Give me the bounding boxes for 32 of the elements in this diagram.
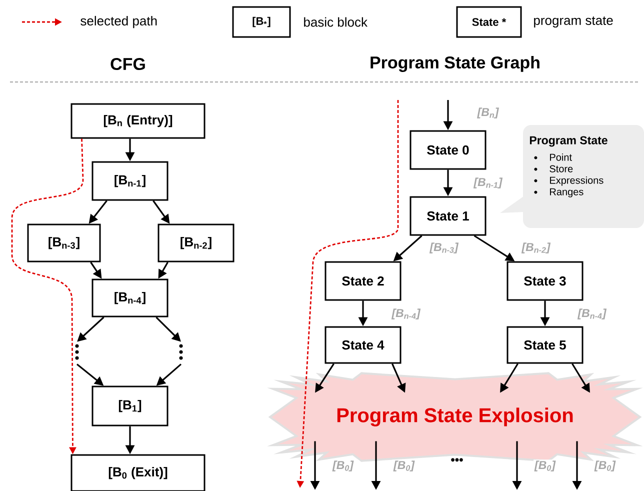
legend-text: basic block [304, 17, 368, 27]
edge-label: [B$_{0}$] [534, 460, 556, 472]
edge-label: [B$_{n-4}$] [390, 308, 422, 320]
legend-box-sample: State * [456, 6, 522, 38]
edge-label: [B$_{0}$] [392, 460, 416, 472]
edge-label: [B$_{n-4}$] [576, 308, 608, 320]
ellipsis-text: ••• [451, 458, 463, 462]
edge-label: [B$_{0}$] [332, 460, 354, 472]
block-box: [B$_{1}$] [92, 386, 168, 426]
state-box: State 1 [410, 196, 486, 236]
legend-text: program state [534, 16, 613, 28]
legend-text: selected path [80, 16, 157, 28]
state-box: State 4 [324, 326, 402, 364]
heading: Program State Graph [370, 56, 540, 72]
state-box: State 0 [410, 130, 486, 170]
block-box: [B$_{n-2}$] [158, 224, 234, 262]
block-box: [B$_{0}$ (Exit)] [70, 454, 206, 491]
block-box: [B$_{n-3}$] [27, 224, 101, 262]
block-box: [B$_{n-1}$] [92, 161, 168, 201]
block-box: [B$_{n-4}$] [92, 278, 168, 318]
state-box: State 3 [506, 261, 584, 301]
edge-label: [B$_{0}$] [594, 460, 616, 472]
edge-label: [B$_{n-3}$] [428, 242, 460, 254]
block-box: [B$_{n}$ (Entry)] [70, 103, 206, 139]
edge-label: [B$_{n-2}$] [520, 242, 552, 254]
state-box: State 2 [324, 261, 402, 301]
legend-box-sample: [B$_{*}$] [232, 6, 291, 38]
heading: CFG [110, 58, 145, 70]
edge-label: [B$_{n}$] [476, 106, 500, 120]
ellipsis-dots [179, 344, 183, 360]
state-box: State 5 [506, 326, 584, 364]
ellipsis-dots [75, 344, 79, 360]
